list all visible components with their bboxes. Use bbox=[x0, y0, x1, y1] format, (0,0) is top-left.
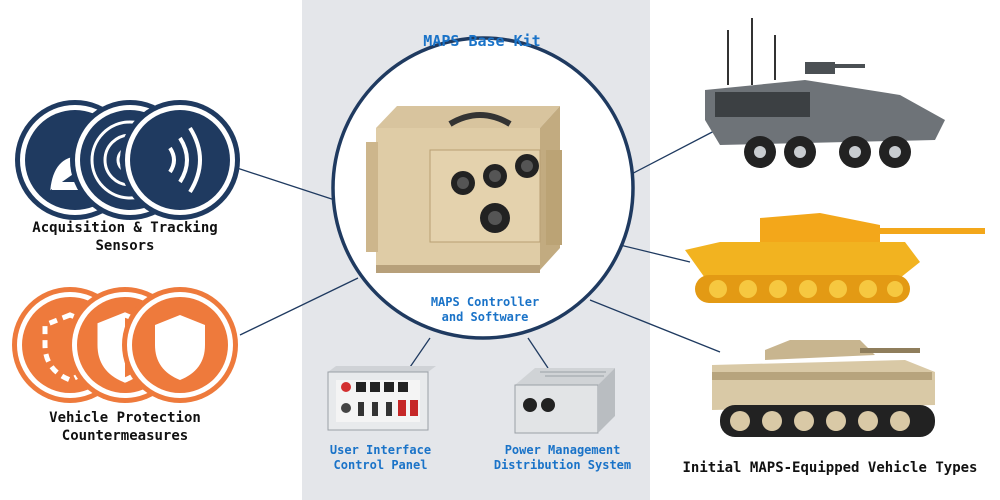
ui-panel-label-line-1: User Interface bbox=[329, 443, 432, 457]
stryker-vehicle-image bbox=[705, 18, 945, 168]
signal-waves-icon bbox=[120, 100, 240, 220]
protection-label-line-1: Vehicle Protection bbox=[49, 410, 201, 426]
power-distribution-image bbox=[514, 368, 615, 434]
connector-vehicle-bradley bbox=[589, 299, 721, 353]
ui-panel-label: User Interface Control Panel bbox=[318, 443, 443, 473]
sensors-label-line-1: Acquisition & Tracking bbox=[32, 220, 218, 236]
ui-panel-label-line-2: Control Panel bbox=[333, 458, 428, 472]
connector-vehicle-abrams bbox=[619, 244, 691, 263]
solid-shield-icon bbox=[122, 287, 238, 403]
controller-label-line-2: and Software bbox=[441, 310, 529, 324]
connector-ui-panel bbox=[407, 337, 431, 371]
controller-label-line-1: MAPS Controller bbox=[430, 295, 540, 309]
power-system-label-line-1: Power Management bbox=[504, 443, 621, 457]
controller-label: MAPS Controller and Software bbox=[410, 295, 560, 325]
connector-power-system bbox=[527, 337, 549, 369]
connector-sensors bbox=[236, 167, 351, 206]
sensors-label: Acquisition & Tracking Sensors bbox=[20, 220, 230, 255]
vehicle-types-label: Initial MAPS-Equipped Vehicle Types bbox=[682, 460, 978, 476]
base-kit-title: MAPS Base Kit bbox=[423, 32, 541, 50]
power-system-label: Power Management Distribution System bbox=[490, 443, 635, 473]
abrams-tank-image bbox=[685, 213, 985, 303]
protection-label-line-2: Countermeasures bbox=[61, 427, 189, 444]
power-system-label-line-2: Distribution System bbox=[493, 458, 632, 472]
protection-label: Vehicle Protection Countermeasures bbox=[20, 410, 230, 445]
sensors-icon-group bbox=[15, 100, 240, 220]
bradley-vehicle-image bbox=[712, 340, 935, 437]
connector-vehicle-stryker bbox=[619, 127, 721, 181]
sensors-label-line-2: Sensors bbox=[95, 237, 155, 254]
maps-controller-image bbox=[366, 106, 562, 273]
connector-lines bbox=[236, 127, 721, 371]
protection-icon-group bbox=[12, 287, 238, 403]
connector-protection bbox=[239, 277, 359, 336]
control-panel-image bbox=[327, 366, 436, 431]
